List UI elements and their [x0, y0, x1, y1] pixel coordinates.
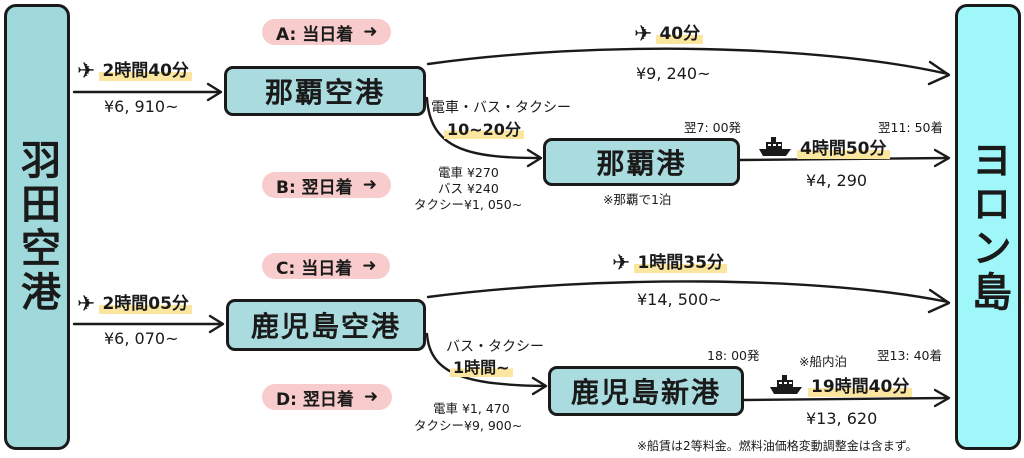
- naha-ferry-arrive: 翌11: 50着: [878, 120, 943, 135]
- origin-box: 羽田空港: [4, 4, 70, 450]
- kagoshima-yoron-time: ✈1時間35分: [612, 251, 727, 276]
- naha-fare-taxi: タクシー¥1, 050~: [414, 197, 523, 212]
- line-kagoshima-yoron-air: [426, 280, 950, 304]
- naha-ferry-depart: 翌7: 00発: [684, 120, 742, 135]
- route-a-label: A: 当日着➜: [262, 19, 392, 45]
- kagoshima-port-node: 鹿児島新港: [548, 366, 744, 416]
- ferry-icon: [757, 136, 793, 163]
- route-b-label: B: 翌日着➜: [262, 172, 391, 198]
- kagoshima-ferry-fare: ¥13, 620: [806, 409, 878, 428]
- kagoshima-airport-node: 鹿児島空港: [226, 299, 426, 351]
- kagoshima-ferry-time: 19時間40分: [768, 374, 913, 401]
- ferry-icon: [768, 374, 804, 401]
- arrow-right-icon: ➜: [362, 175, 377, 195]
- line-naha-transfer: [425, 96, 542, 160]
- airplane-icon: ✈: [77, 292, 96, 317]
- kagoshima-ferry-arrive: 翌13: 40着: [877, 348, 942, 363]
- haneda-naha-fare: ¥6, 910~: [104, 97, 179, 116]
- line-naha-ferry: [738, 156, 950, 162]
- kagoshima-fare-train: 電車 ¥1, 470: [433, 401, 510, 416]
- naha-yoron-time: ✈40分: [634, 22, 704, 47]
- naha-airport-node: 那覇空港: [224, 66, 426, 116]
- line-kagoshima-ferry: [742, 396, 950, 402]
- arrow-right-icon: ➜: [363, 22, 378, 42]
- line-naha-yoron-air: [426, 47, 950, 76]
- naha-yoron-fare: ¥9, 240~: [636, 64, 711, 83]
- route-c-label: C: 当日着➜: [262, 253, 391, 279]
- haneda-kagoshima-fare: ¥6, 070~: [104, 329, 179, 348]
- kagoshima-ferry-onboard-note: ※船内泊: [799, 354, 847, 369]
- destination-box: ヨロン島: [955, 4, 1021, 450]
- naha-overnight-note: ※那覇で1泊: [603, 192, 672, 207]
- haneda-kagoshima-time: ✈2時間05分: [77, 292, 192, 317]
- route-d-label: D: 翌日着➜: [262, 384, 393, 410]
- naha-ferry-fare: ¥4, 290: [806, 171, 868, 190]
- naha-port-node: 那覇港: [543, 138, 740, 186]
- footnote: ※船賃は2等料金。燃料油価格変動調整金は含まず。: [637, 439, 918, 453]
- kagoshima-fare-taxi: タクシー¥9, 900~: [414, 418, 523, 433]
- naha-transfer-time: 10~20分: [444, 120, 524, 140]
- kagoshima-ferry-depart: 18: 00発: [707, 348, 760, 363]
- arrow-right-icon: ➜: [362, 256, 377, 276]
- kagoshima-transfer-time: 1時間~: [450, 358, 513, 378]
- kagoshima-transfer-modes: バス・タクシー: [446, 339, 544, 355]
- airplane-icon: ✈: [634, 22, 653, 47]
- origin-label: 羽田空港: [14, 139, 60, 315]
- haneda-naha-time: ✈2時間40分: [77, 59, 192, 84]
- naha-fare-train: 電車 ¥270: [438, 165, 499, 180]
- naha-ferry-time: 4時間50分: [757, 136, 890, 163]
- airplane-icon: ✈: [612, 251, 631, 276]
- naha-fare-bus: バス ¥240: [438, 181, 499, 196]
- airplane-icon: ✈: [77, 59, 96, 84]
- naha-transfer-modes: 電車・バス・タクシー: [431, 100, 571, 116]
- kagoshima-yoron-fare: ¥14, 500~: [637, 290, 722, 309]
- arrow-right-icon: ➜: [363, 387, 379, 407]
- destination-label: ヨロン島: [965, 139, 1011, 315]
